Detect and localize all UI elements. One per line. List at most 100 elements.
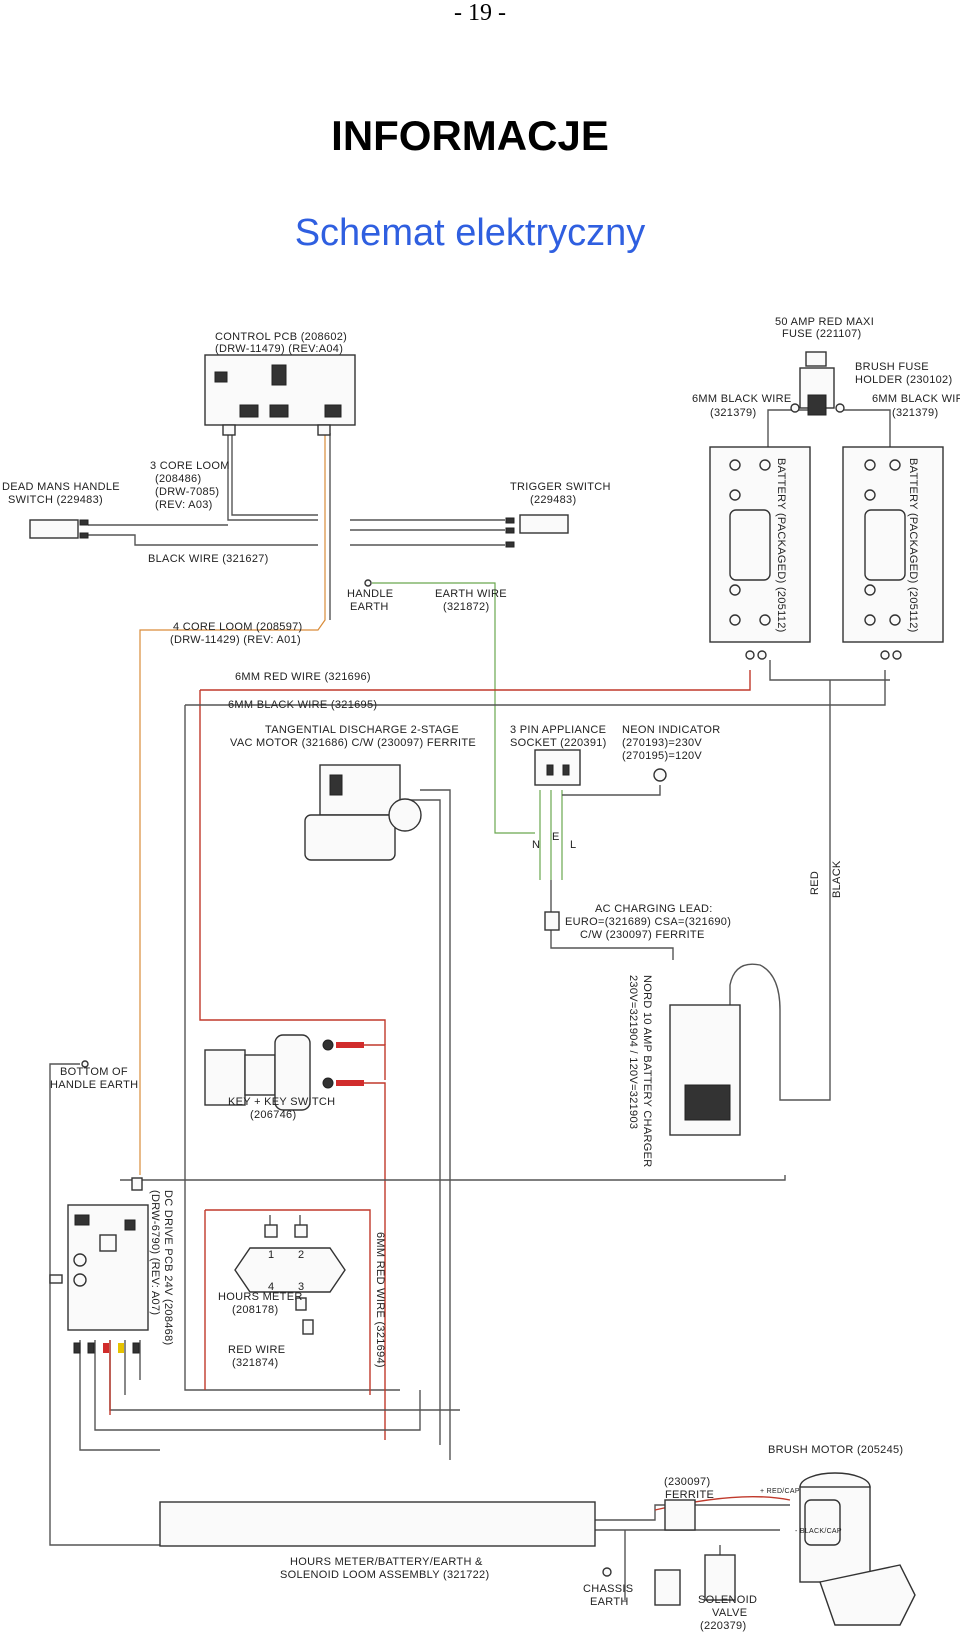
black-wire-right-label-2: (321379) [892,407,938,419]
three-core-loom-label-2: (208486) [155,473,201,485]
pin-l-label: L [570,839,576,851]
hm-pin-2: 2 [298,1249,304,1261]
fuse-label-1: 50 AMP RED MAXI [775,316,874,328]
chassis-earth-label-1: CHASSIS [583,1583,633,1595]
loom-assembly: HOURS METER/BATTERY/EARTH & SOLENOID LOO… [159,1501,596,1581]
ac-lead-label-2: EURO=(321689) CSA=(321690) [565,916,731,928]
appliance-socket-label-2: SOCKET (220391) [510,737,607,749]
control-pcb-label-1: CONTROL PCB (208602) [215,331,347,343]
battery-right-label: BATTERY (PACKAGED) (205112) [907,458,919,633]
red-wire-vertical-label: RED [809,871,821,895]
fuse-holder-label-1: BRUSH FUSE [855,361,929,373]
neon-label-2: (270193)=230V [622,737,702,749]
vac-motor: TANGENTIAL DISCHARGE 2-STAGE VAC MOTOR (… [230,724,476,861]
page-subtitle: Schemat elektryczny [294,212,646,254]
page-title: INFORMACJE [331,112,609,159]
battery-right: BATTERY (PACKAGED) (205112) [842,446,944,643]
trigger-switch-label-2: (229483) [530,494,576,506]
trigger-switch-label-1: TRIGGER SWITCH [510,481,611,493]
red-wire-321874-label-2: (321874) [232,1357,278,1369]
bottom-handle-earth: BOTTOM OF HANDLE EARTH [50,1060,138,1091]
chassis-earth: CHASSIS EARTH [583,1567,633,1608]
black-wire-321695-label: 6MM BLACK WIRE (321695) [228,699,377,711]
ac-lead-label-3: C/W (230097) FERRITE [580,929,705,941]
battery-charger: NORD 10 AMP BATTERY CHARGER 230V=321904 … [627,975,741,1168]
dead-mans-label-1: DEAD MANS HANDLE [2,481,120,493]
dc-drive-pcb-label-2: (DRW-6790) (REV: A07) [149,1190,161,1315]
earth-wire-label-1: EARTH WIRE [435,588,507,600]
vac-motor-label-2: VAC MOTOR (321686) C/W (230097) FERRITE [230,737,476,749]
wiring [49,409,891,1600]
control-pcb-label-2: (DRW-11479) (REV:A04) [215,343,343,355]
red-wire-321694-label: 6MM RED WIRE (321694) [374,1232,386,1368]
black-wire-right-label-1: 6MM BLACK WIRE [872,393,960,405]
four-core-loom-label-2: (DRW-11429) (REV: A01) [170,634,301,646]
red-wire-321874-label-1: RED WIRE [228,1344,285,1356]
handle-earth-label-1: HANDLE [347,588,393,600]
control-pcb: CONTROL PCB (208602) (DRW-11479) (REV:A0… [204,331,356,436]
handle-earth-label-2: EARTH [350,601,389,613]
black-wire-left-label-1: 6MM BLACK WIRE [692,393,792,405]
three-core-loom-label-4: (REV: A03) [155,499,213,511]
dead-mans-label-2: SWITCH (229483) [8,494,103,506]
black-wire-vertical-label: BLACK [831,860,843,898]
dead-mans-switch: DEAD MANS HANDLE SWITCH (229483) [2,481,120,539]
appliance-socket: 3 PIN APPLIANCE SOCKET (220391) N E L [510,724,607,851]
neon-label-3: (270195)=120V [622,750,702,762]
hm-pin-1: 1 [268,1249,274,1261]
bottom-earth-label-1: BOTTOM OF [60,1066,128,1078]
brush-motor-label: BRUSH MOTOR (205245) [768,1444,903,1456]
black-cap-label: - BLACK/CAP [795,1528,842,1535]
ac-lead-label-1: AC CHARGING LEAD: [595,903,713,915]
hm-pin-4: 4 [268,1281,274,1293]
charger-label-2: 230V=321904 / 120V=321903 [627,975,639,1129]
charger-label-1: NORD 10 AMP BATTERY CHARGER [641,975,653,1168]
four-core-loom-label-1: 4 CORE LOOM (208597) [173,621,303,633]
fuse-holder-label-2: HOLDER (230102) [855,374,952,386]
solenoid-label-2: VALVE [712,1607,747,1619]
black-wire-321627-label: BLACK WIRE (321627) [148,553,269,565]
neon-label-1: NEON INDICATOR [622,724,721,736]
bottom-earth-label-2: HANDLE EARTH [50,1079,138,1091]
battery-left-label: BATTERY (PACKAGED) (205112) [775,458,787,633]
key-switch-label-2: (206746) [250,1109,296,1121]
key-switch-label-1: KEY + KEY SWITCH [228,1096,335,1108]
dc-drive-pcb: DC DRIVE PCB 24V (208468) (DRW-6790) (RE… [49,1177,174,1354]
hm-pin-3: 3 [298,1281,304,1293]
neon-indicator: NEON INDICATOR (270193)=230V (270195)=12… [622,724,721,782]
black-wire-left-label-2: (321379) [710,407,756,419]
ac-charging-lead: AC CHARGING LEAD: EURO=(321689) CSA=(321… [544,903,731,941]
loom-assembly-label-1: HOURS METER/BATTERY/EARTH & [290,1556,483,1568]
key-switch: KEY + KEY SWITCH (206746) [204,1034,364,1121]
pin-e-label: E [552,831,560,843]
brush-motor: BRUSH MOTOR (205245) + RED/CAP - BLACK/C… [760,1444,916,1626]
loom-assembly-label-2: SOLENOID LOOM ASSEMBLY (321722) [280,1569,489,1581]
hours-meter-label-2: (208178) [232,1304,278,1316]
solenoid-valve: SOLENOID VALVE (220379) [654,1554,757,1632]
ferrite-label-2: FERRITE [665,1489,714,1501]
wiring-diagram: CONTROL PCB (208602) (DRW-11479) (REV:A0… [2,316,960,1632]
three-core-loom-label-1: 3 CORE LOOM [150,460,230,472]
handle-earth: HANDLE EARTH EARTH WIRE (321872) [347,579,507,613]
solenoid-label-1: SOLENOID [698,1594,757,1606]
solenoid-label-3: (220379) [700,1620,746,1632]
three-core-loom: 3 CORE LOOM (208486) (DRW-7085) (REV: A0… [150,460,230,511]
hours-meter-label-1: HOURS METER [218,1291,303,1303]
three-core-loom-label-3: (DRW-7085) [155,486,219,498]
earth-wire-label-2: (321872) [443,601,489,613]
red-cap-label: + RED/CAP [760,1488,800,1495]
maxi-fuse: 50 AMP RED MAXI FUSE (221107) BRUSH FUSE… [692,316,960,419]
ferrite: (230097) FERRITE [664,1476,714,1531]
vac-motor-label-1: TANGENTIAL DISCHARGE 2-STAGE [265,724,459,736]
ferrite-label-1: (230097) [664,1476,710,1488]
pin-n-label: N [532,839,540,851]
chassis-earth-label-2: EARTH [590,1596,629,1608]
page-number: - 19 - [454,0,506,26]
red-wire-321696-label: 6MM RED WIRE (321696) [235,671,371,683]
appliance-socket-label-1: 3 PIN APPLIANCE [510,724,606,736]
battery-left: BATTERY (PACKAGED) (205112) [709,446,811,643]
hours-meter: 1 2 4 3 HOURS METER (208178) RED WIRE (3… [218,1224,346,1369]
trigger-switch: TRIGGER SWITCH (229483) [505,481,611,548]
battery-terminals [745,650,902,660]
fuse-label-2: FUSE (221107) [782,328,862,340]
